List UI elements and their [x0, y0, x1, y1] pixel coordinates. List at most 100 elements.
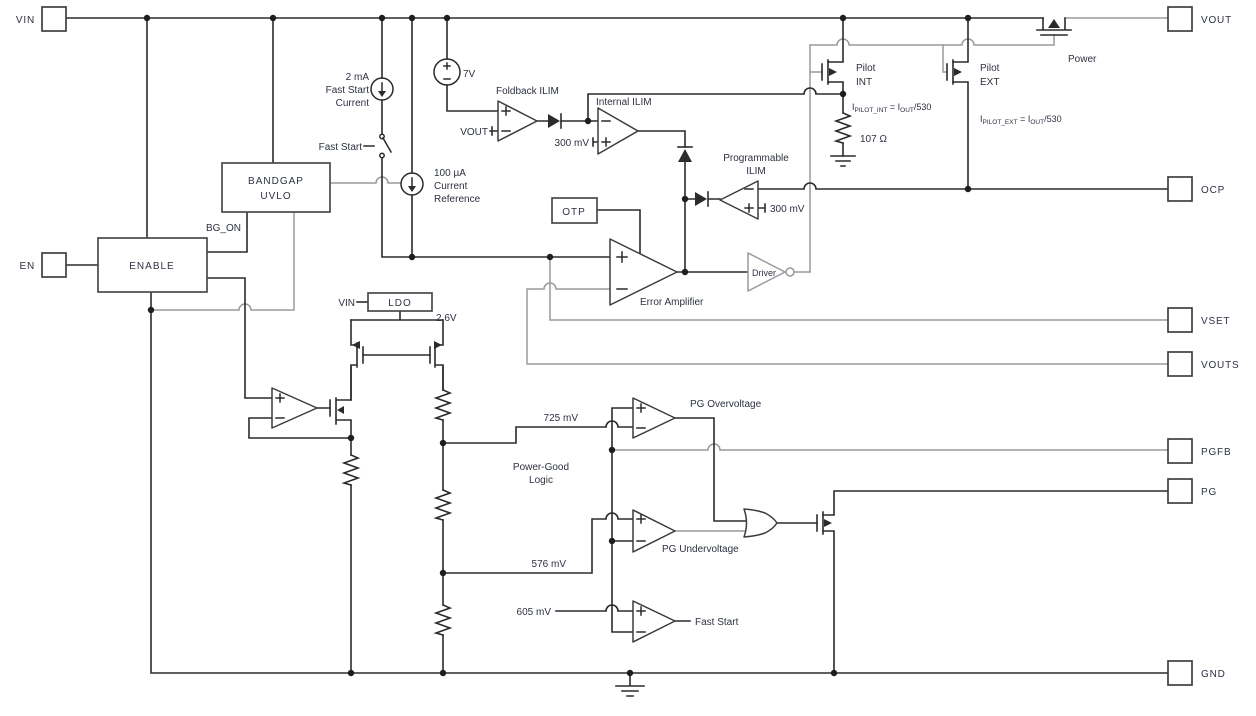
- otp-wire: [596, 209, 641, 256]
- pg-fet-arrow: [824, 519, 832, 527]
- r107-label: 107 Ω: [860, 134, 887, 145]
- bg-on-wire: [206, 211, 248, 253]
- junction-dot: [608, 537, 616, 545]
- power-fet-wires: [1036, 17, 1072, 36]
- junction-dot: [830, 669, 838, 677]
- prog-plus: [744, 203, 754, 213]
- pgfb-node-wire: [611, 407, 634, 633]
- fast-start-switch-label: Fast Start: [319, 142, 363, 153]
- diodes: [548, 113, 709, 207]
- junction-dot: [147, 306, 155, 314]
- driver-label: Driver: [752, 268, 776, 278]
- bandgap-to-reference-wire: [329, 176, 402, 184]
- pin-pgfb-label: PGFB: [1201, 447, 1231, 458]
- junction-dot: [439, 569, 447, 577]
- junction-dot: [269, 14, 277, 22]
- or-gate: [743, 508, 778, 538]
- pilot-ext-label-line1: Pilot: [980, 63, 1000, 74]
- fast-start-plus: [636, 606, 646, 616]
- bandgap-uvlo-block: [221, 162, 331, 213]
- fast-start-current-label-line2: Fast Start: [326, 85, 370, 96]
- mirror-pmos-right-arrow: [434, 341, 442, 349]
- junction-dot: [584, 117, 592, 125]
- internal-plus: [601, 137, 611, 147]
- pg-overvoltage-label: PG Overvoltage: [690, 399, 762, 410]
- pin-vset: [1167, 307, 1193, 333]
- foldback-ilim-label: Foldback ILIM: [496, 86, 559, 97]
- pin-vout-label: VOUT: [1201, 15, 1232, 26]
- pgfb-wire: [611, 443, 1169, 451]
- junction-dot: [964, 185, 972, 193]
- current-reference-label-line2: Current: [434, 181, 468, 192]
- bandgap-label-line2: UVLO: [260, 191, 291, 202]
- current-source-2ma-arrowhead: [378, 91, 386, 97]
- foldback-plus: [501, 106, 511, 116]
- fast-start-current-label-line3: Current: [336, 98, 370, 109]
- fast-start-comparator: [632, 600, 676, 643]
- enable-down-and-gnd-rail: [150, 291, 1169, 674]
- pilot-int-formula: IPILOT_INT = IOUT/530: [852, 102, 931, 114]
- fast-start-output-label: Fast Start: [695, 617, 739, 628]
- driver-gate-rail: [809, 34, 1055, 273]
- pilot-ext-fet-arrow: [954, 68, 962, 76]
- current-source-2ma: [370, 77, 394, 101]
- pin-vouts-label: VOUTS: [1201, 360, 1239, 371]
- bandgap-enable-wire: [150, 211, 295, 311]
- otp-label: OTP: [562, 207, 586, 218]
- fast-start-switch-bottom-contact: [379, 152, 385, 159]
- bandgap-label-line1: BANDGAP: [248, 176, 304, 187]
- pin-ocp-label: OCP: [1201, 185, 1225, 196]
- mv576-wire: [442, 512, 634, 574]
- ocp-wire: [757, 182, 1169, 190]
- pin-pg-label: PG: [1201, 487, 1217, 498]
- divider-resistor-top: [433, 388, 453, 421]
- vout-sense-label: VOUT: [460, 127, 488, 138]
- error-amplifier: [609, 238, 678, 306]
- current-source-100ua-arrowhead: [408, 186, 416, 192]
- pg-undervoltage-label: PG Undervoltage: [662, 544, 739, 555]
- junction-dot: [143, 14, 151, 22]
- resistor-107ohm: [833, 111, 853, 144]
- power-fet-body-diode: [1048, 19, 1060, 28]
- follower-fet-arrow: [337, 406, 344, 414]
- enable-block: [97, 237, 208, 293]
- junction-dot: [964, 14, 972, 22]
- clamp-up-diode: [678, 149, 692, 162]
- junction-dot: [439, 439, 447, 447]
- mv300-internal-label: 300 mV: [555, 138, 590, 149]
- pin-pgfb: [1167, 438, 1193, 464]
- mv605-wire: [555, 604, 634, 612]
- pg-fet: [816, 511, 824, 535]
- bg-on-label: BG_ON: [206, 223, 241, 234]
- pin-vout: [1167, 6, 1193, 32]
- programmable-ilim-comparator: [719, 180, 759, 220]
- current-reference-label-line1: 100 µA: [434, 168, 466, 179]
- pilot-int-label-line1: Pilot: [856, 63, 876, 74]
- junction-dot: [443, 14, 451, 22]
- power-label: Power: [1068, 54, 1097, 65]
- pins: VIN EN VOUT OCP VSET VOUTS PGFB PG GND: [16, 6, 1239, 686]
- pilot-ext-wires: [952, 17, 969, 190]
- resistors: [341, 111, 853, 636]
- pin-vouts: [1167, 351, 1193, 377]
- pilot-int-fet: [821, 59, 829, 85]
- pin-gnd: [1167, 660, 1193, 686]
- junction-dot: [439, 669, 447, 677]
- junction-dot: [378, 14, 386, 22]
- v7-label: 7V: [463, 69, 476, 80]
- pin-vin: [41, 6, 67, 32]
- vset-wire: [549, 256, 1169, 321]
- mv576-label: 576 mV: [532, 559, 567, 570]
- mv725-label: 725 mV: [544, 413, 579, 424]
- mv605-label: 605 mV: [517, 607, 552, 618]
- junction-dot: [347, 669, 355, 677]
- sources: [363, 58, 461, 196]
- mv725-wire: [442, 420, 634, 444]
- follower-plus: [275, 393, 285, 403]
- divider-resistor-mid: [433, 488, 453, 521]
- junction-dot: [608, 446, 616, 454]
- foldback-ilim-comparator: [497, 100, 538, 142]
- junction-dot: [681, 195, 689, 203]
- labels: 2 mA Fast Start Current Fast Start BG_ON…: [206, 54, 1097, 628]
